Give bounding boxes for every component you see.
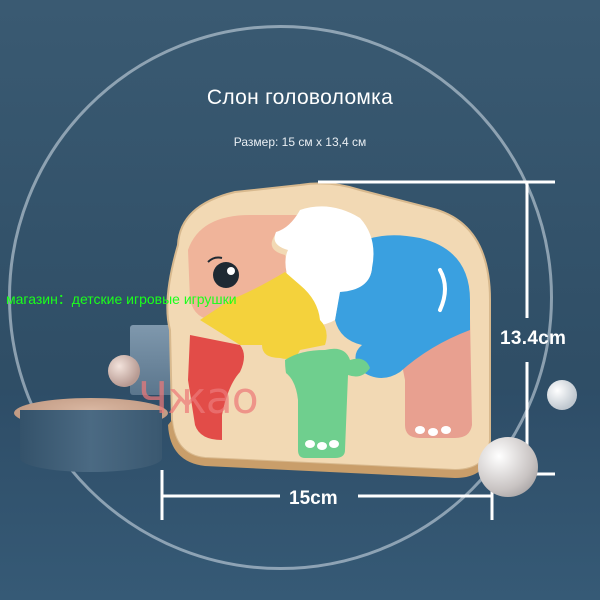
width-label: 15cm: [289, 488, 338, 509]
product-title: Слон головоломка: [206, 86, 394, 109]
middle-leg-piece: [285, 348, 370, 458]
trunk-piece: [200, 272, 327, 359]
eye-icon: [213, 262, 239, 288]
round-box: [20, 410, 162, 472]
pink-ball: [108, 355, 140, 387]
watermark: Чжао: [138, 373, 259, 424]
leg-gap: [232, 368, 298, 450]
body-piece: [335, 235, 470, 379]
shop-label: магазин：детские игровые игрушки: [6, 291, 237, 307]
front-leg-piece: [188, 335, 244, 440]
size-caption: Размер: 15 см x 13,4 см: [233, 135, 367, 149]
silver-ball: [478, 437, 538, 497]
small-ball: [547, 380, 577, 410]
toe-marks: [305, 426, 451, 450]
background-arch: [8, 25, 553, 570]
wooden-board-edge: [168, 420, 490, 478]
width-dimension: [160, 470, 494, 520]
height-label: 13.4cm: [500, 328, 567, 349]
head-piece: [188, 215, 300, 320]
